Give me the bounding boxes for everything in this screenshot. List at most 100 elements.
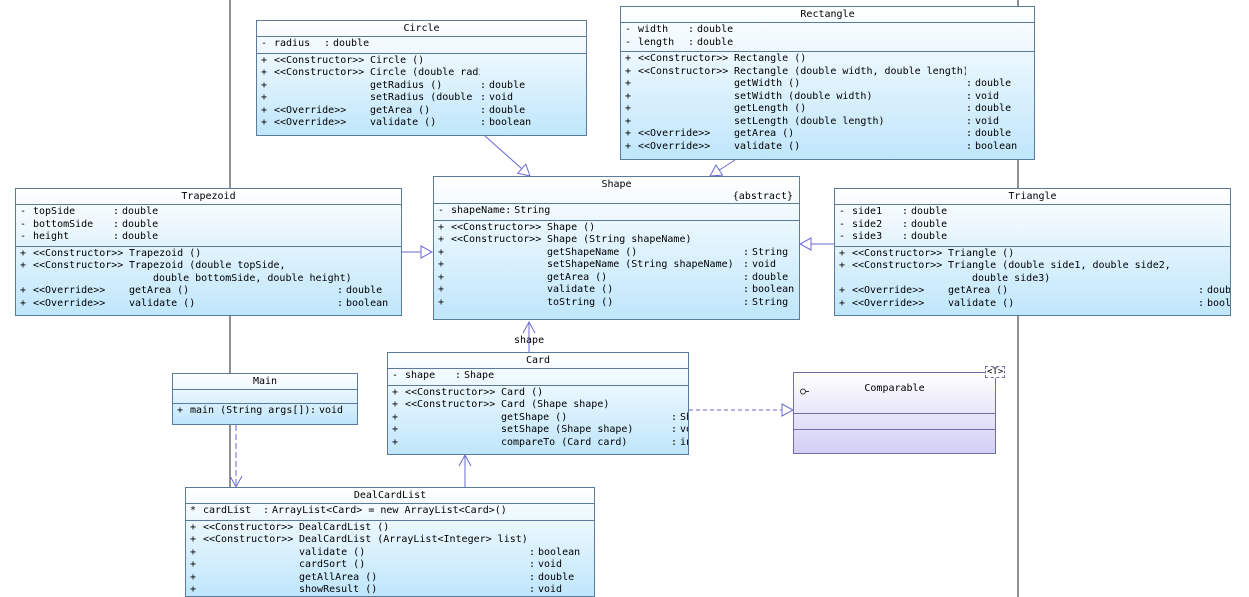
return-type: boolean <box>538 546 581 558</box>
operation-row[interactable]: +getWidth ():double <box>621 78 1034 91</box>
operation-row[interactable]: +<<Constructor>>Circle () <box>257 55 586 68</box>
operation-row[interactable]: +<<Constructor>>Rectangle (double width,… <box>621 66 1034 79</box>
operation-signature: Circle () <box>370 54 425 66</box>
attribute-row[interactable]: -length:double <box>621 37 1034 50</box>
class-rectangle[interactable]: Rectangle -width:double-length:double +<… <box>620 6 1035 160</box>
operation-signature: DealCardList (ArrayList<Integer> list) <box>299 534 528 545</box>
operation-signature: main (String args[]) <box>190 405 310 416</box>
visibility-marker: + <box>20 297 27 309</box>
return-type: void <box>975 115 1000 127</box>
class-card[interactable]: Card -shape:Shape +<<Constructor>>Card (… <box>387 352 689 455</box>
class-main[interactable]: Main +main (String args[]):void <box>172 373 358 425</box>
operation-row[interactable]: +<<Constructor>>Circle (double radius) <box>257 67 586 80</box>
visibility-marker: + <box>392 386 399 398</box>
operation-signature: compareTo (Card card) <box>501 436 628 448</box>
operation-row[interactable]: +<<Constructor>>DealCardList (ArrayList<… <box>186 534 594 547</box>
attribute-row[interactable]: -radius:double <box>257 38 586 51</box>
interface-operations-section <box>794 430 995 445</box>
operation-row[interactable]: +toString ():String <box>434 297 799 310</box>
operation-row[interactable]: +<<Override>>getArea ():double <box>16 285 401 298</box>
attribute-row[interactable]: -side1:double <box>835 206 1230 219</box>
operation-row[interactable]: +<<Constructor>>Shape (String shapeName) <box>434 234 799 247</box>
attribute-row[interactable]: -shape:Shape <box>388 370 688 383</box>
operation-row[interactable]: +compareTo (Card card):int <box>388 437 688 450</box>
interface-lollipop-icon <box>800 388 809 395</box>
operation-row[interactable]: +<<Override>>getArea ():double <box>257 105 586 118</box>
return-type: boolean <box>1207 297 1231 309</box>
attribute-row[interactable]: -width:double <box>621 24 1034 37</box>
operation-row[interactable]: +showResult ():void <box>186 584 594 596</box>
class-circle[interactable]: Circle -radius:double +<<Constructor>>Ci… <box>256 20 587 136</box>
operation-row[interactable]: +setRadius (double radius):void <box>257 92 586 105</box>
operation-row[interactable]: +setShapeName (String shapeName):void <box>434 259 799 272</box>
operation-row[interactable]: +cardSort ():void <box>186 559 594 572</box>
operation-row[interactable]: +<<Constructor>>Triangle (double side1, … <box>835 260 1230 273</box>
operation-row[interactable]: +<<Constructor>>Shape () <box>434 222 799 235</box>
type-separator: : <box>337 285 344 296</box>
return-type: boolean <box>975 140 1018 152</box>
attribute-name: bottomSide <box>33 218 94 230</box>
visibility-marker: - <box>261 38 268 49</box>
visibility-marker: - <box>625 24 632 35</box>
operation-signature: validate () <box>299 546 366 558</box>
type-separator: : <box>529 584 536 595</box>
interface-name: Comparable <box>794 373 995 414</box>
operation-signature: setShapeName (String shapeName) <box>547 259 734 270</box>
type-separator: : <box>1198 285 1205 296</box>
attribute-row[interactable]: -side2:double <box>835 219 1230 232</box>
operation-row[interactable]: +setShape (Shape shape):void <box>388 424 688 437</box>
operation-row[interactable]: +<<Constructor>>Trapezoid () <box>16 248 401 261</box>
operation-row[interactable]: +getArea ():double <box>434 272 799 285</box>
attribute-row[interactable]: *cardList:ArrayList<Card> = new ArrayLis… <box>186 505 594 518</box>
operation-stereotype: <<Constructor>> <box>274 54 365 66</box>
operation-stereotype <box>451 272 547 285</box>
operation-row[interactable]: +<<Constructor>>Card () <box>388 387 688 400</box>
attribute-row[interactable]: -bottomSide:double <box>16 219 401 232</box>
operation-row[interactable]: +<<Override>>validate ():boolean <box>257 117 586 130</box>
operation-row[interactable]: +<<Constructor>>Card (Shape shape) <box>388 399 688 412</box>
operation-row[interactable]: +<<Constructor>>Triangle () <box>835 248 1230 261</box>
operation-row[interactable]: +setWidth (double width):void <box>621 91 1034 104</box>
operation-row[interactable]: +getLength ():double <box>621 103 1034 116</box>
type-separator: : <box>688 36 695 48</box>
operation-row[interactable]: +getRadius ():double <box>257 80 586 93</box>
operation-signature: setLength (double length) <box>734 115 885 127</box>
operation-row[interactable]: +<<Override>>getArea ():double <box>621 128 1034 141</box>
type-separator: : <box>902 218 909 230</box>
operation-signature: showResult () <box>299 584 378 595</box>
attribute-row[interactable]: -side3:double <box>835 231 1230 244</box>
operation-row[interactable]: +validate ():boolean <box>434 284 799 297</box>
attribute-type: double <box>911 231 948 242</box>
visibility-marker: + <box>438 296 445 308</box>
attribute-name: length <box>638 36 675 48</box>
attribute-row[interactable]: -height:double <box>16 231 401 244</box>
attribute-name: shape <box>405 370 436 381</box>
interface-comparable[interactable]: Comparable <box>793 372 996 454</box>
operation-row[interactable]: +getShapeName ():String <box>434 247 799 260</box>
operation-row[interactable]: +<<Constructor>>DealCardList () <box>186 522 594 535</box>
operation-row[interactable]: +validate ():boolean <box>186 547 594 560</box>
attribute-row[interactable]: -shapeName:String <box>434 205 799 218</box>
operation-row[interactable]: +<<Override>>validate ():boolean <box>621 141 1034 154</box>
visibility-marker: + <box>20 247 27 259</box>
class-shape[interactable]: Shape {abstract} -shapeName:String +<<Co… <box>433 176 800 320</box>
attributes-section: -radius:double <box>257 37 586 54</box>
class-trapezoid[interactable]: Trapezoid -topSide:double-bottomSide:dou… <box>15 188 402 316</box>
operation-row[interactable]: +<<Override>>validate ():boolean <box>835 298 1230 311</box>
visibility-marker: + <box>438 259 445 270</box>
operation-row[interactable]: +main (String args[]):void <box>173 405 357 418</box>
operation-row[interactable]: +<<Override>>validate ():boolean <box>16 298 401 311</box>
operation-row[interactable]: +getShape ():Shape <box>388 412 688 425</box>
operation-row[interactable]: +getAllArea ():double <box>186 572 594 585</box>
operation-row[interactable]: +setLength (double length):void <box>621 116 1034 129</box>
operation-row[interactable]: +<<Constructor>>Rectangle () <box>621 53 1034 66</box>
operation-signature: DealCardList () <box>299 521 390 533</box>
return-type: int <box>680 436 688 448</box>
operation-row[interactable]: +<<Override>>getArea ():double <box>835 285 1230 298</box>
operation-stereotype <box>203 572 299 585</box>
type-separator: : <box>480 104 487 116</box>
class-dealcardlist[interactable]: DealCardList *cardList:ArrayList<Card> =… <box>185 487 595 597</box>
class-triangle[interactable]: Triangle -side1:double-side2:double-side… <box>834 188 1231 316</box>
attribute-row[interactable]: -topSide:double <box>16 206 401 219</box>
operation-row[interactable]: +<<Constructor>>Trapezoid (double topSid… <box>16 260 401 273</box>
